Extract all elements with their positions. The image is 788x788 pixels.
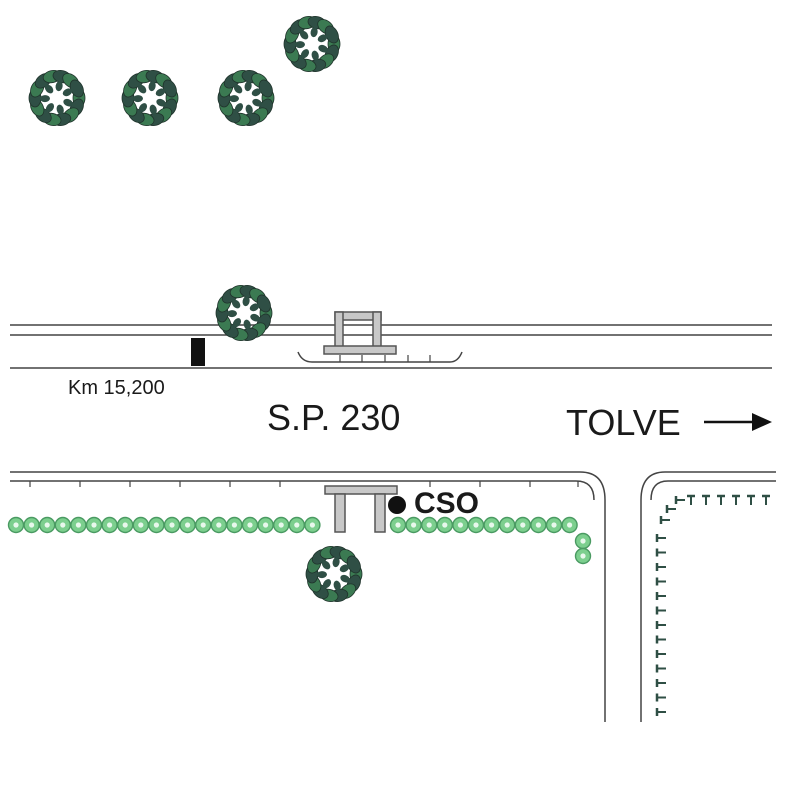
tree-icon [121, 70, 179, 126]
fence-spike [665, 505, 676, 513]
fence-spike [659, 516, 670, 524]
north-layby [297, 351, 463, 363]
north-bus-shelter [323, 311, 397, 355]
south-edge-ticks [29, 481, 579, 487]
arrow-right-icon [704, 413, 772, 431]
fence-spike [655, 664, 666, 673]
tree-icon [283, 16, 341, 72]
fence-spike [655, 621, 666, 629]
fence-spike [717, 494, 725, 505]
tree-icon [217, 70, 275, 126]
fence-spike [674, 496, 685, 504]
fence-spike [655, 650, 666, 658]
km-marker-label: Km 15,200 [68, 377, 165, 399]
road-north-edge [10, 324, 772, 369]
fence-spike [732, 494, 740, 505]
fence-spike [655, 534, 666, 542]
fence-spike [762, 494, 770, 505]
fence-spike [655, 679, 666, 687]
fence-spike [747, 494, 755, 505]
hedge-corner [574, 532, 592, 565]
north-layby-ticks [339, 355, 431, 362]
spike-fence [655, 494, 770, 716]
tree-icon [305, 546, 363, 602]
fence-spike [655, 592, 666, 600]
south-bus-shelter [324, 485, 398, 533]
fence-spike [655, 708, 666, 716]
tree-icon [215, 285, 273, 341]
fence-spike [655, 606, 666, 615]
fence-spike [655, 635, 666, 644]
road-south-edge [10, 471, 776, 722]
station-dot-icon [388, 496, 406, 514]
fence-spike [687, 494, 695, 505]
fence-spike [655, 563, 666, 571]
trees [28, 16, 363, 602]
direction-label: TOLVE [566, 402, 681, 443]
tree-icon [28, 70, 86, 126]
fence-spike [702, 494, 710, 505]
fence-spike [655, 577, 666, 586]
fence-spike [655, 548, 666, 557]
station-label: CSO [414, 487, 479, 520]
hedge-east [389, 516, 578, 534]
road-name-label: S.P. 230 [267, 397, 400, 438]
fence-spike [655, 693, 666, 702]
km-marker-post [191, 338, 205, 366]
hedge-west [7, 516, 321, 534]
